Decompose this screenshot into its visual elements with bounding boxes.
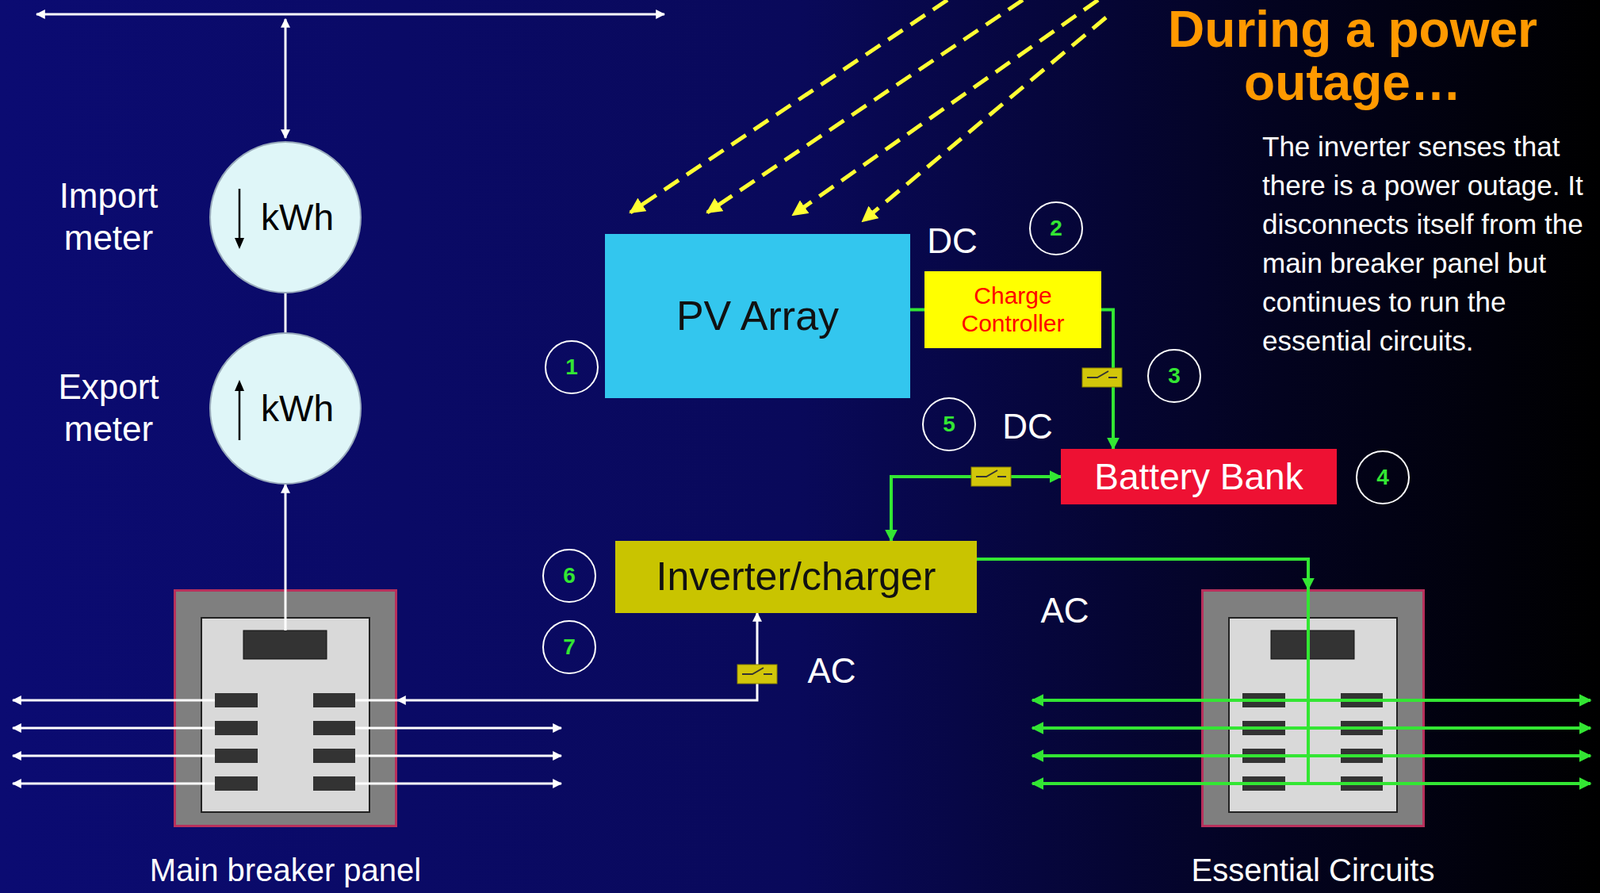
callout-number: 5: [922, 397, 977, 452]
note-text: The inverter senses that there is a powe…: [1262, 126, 1594, 360]
current-type-label: DC: [1002, 406, 1053, 447]
grid-line: [36, 13, 665, 16]
callout-number: 2: [1029, 201, 1084, 256]
callout-number: 4: [1355, 450, 1410, 505]
meter-label: Import meter: [33, 175, 184, 260]
meter-label: Export meter: [33, 366, 184, 451]
panel-caption: Essential Circuits: [1191, 852, 1436, 889]
sun-ray: [792, 0, 1099, 215]
meter-unit: kWh: [237, 386, 334, 430]
charge-controller-box: Charge Controller: [924, 271, 1102, 349]
wire-connector: [284, 293, 288, 333]
callout-number: 1: [544, 340, 599, 395]
current-type-label: DC: [926, 221, 978, 261]
diagram-title: During a power outage…: [1110, 3, 1596, 110]
sun-ray: [630, 0, 948, 213]
box-label: Charge Controller: [924, 282, 1102, 337]
box-label: Inverter/charger: [656, 554, 937, 601]
disconnect-switch: [1082, 367, 1122, 387]
callout-number: 3: [1147, 348, 1202, 403]
inverter-box: Inverter/charger: [615, 540, 977, 613]
breaker-panel-drawing: [1201, 589, 1425, 827]
kwh-meter: Import meterkWh: [209, 141, 362, 294]
wire-connector: [397, 612, 758, 701]
disconnect-switch: [737, 664, 778, 684]
sun-ray: [862, 17, 1107, 222]
callout-number: 7: [542, 620, 597, 674]
wire-connector: [910, 308, 925, 312]
grid-feed: [284, 19, 288, 138]
box-label: PV Array: [676, 292, 839, 341]
meter-unit: kWh: [237, 195, 334, 239]
wire-connector: [976, 558, 1309, 590]
disconnect-switch: [971, 466, 1011, 487]
main-breaker-panel: Main breaker panel: [173, 589, 398, 827]
sun-ray: [707, 0, 1023, 213]
essential-circuits-panel: Essential Circuits: [1201, 589, 1425, 827]
current-type-label: AC: [807, 650, 856, 691]
pv-array-box: PV Array: [604, 233, 911, 399]
wire-connector: [284, 484, 288, 590]
box-label: Battery Bank: [1094, 455, 1303, 498]
kwh-meter: Export meterkWh: [209, 332, 362, 485]
callout-number: 6: [542, 548, 597, 603]
battery-box: Battery Bank: [1060, 448, 1337, 505]
breaker-panel-drawing: [173, 589, 398, 827]
current-type-label: AC: [1040, 590, 1089, 631]
panel-caption: Main breaker panel: [149, 852, 422, 889]
